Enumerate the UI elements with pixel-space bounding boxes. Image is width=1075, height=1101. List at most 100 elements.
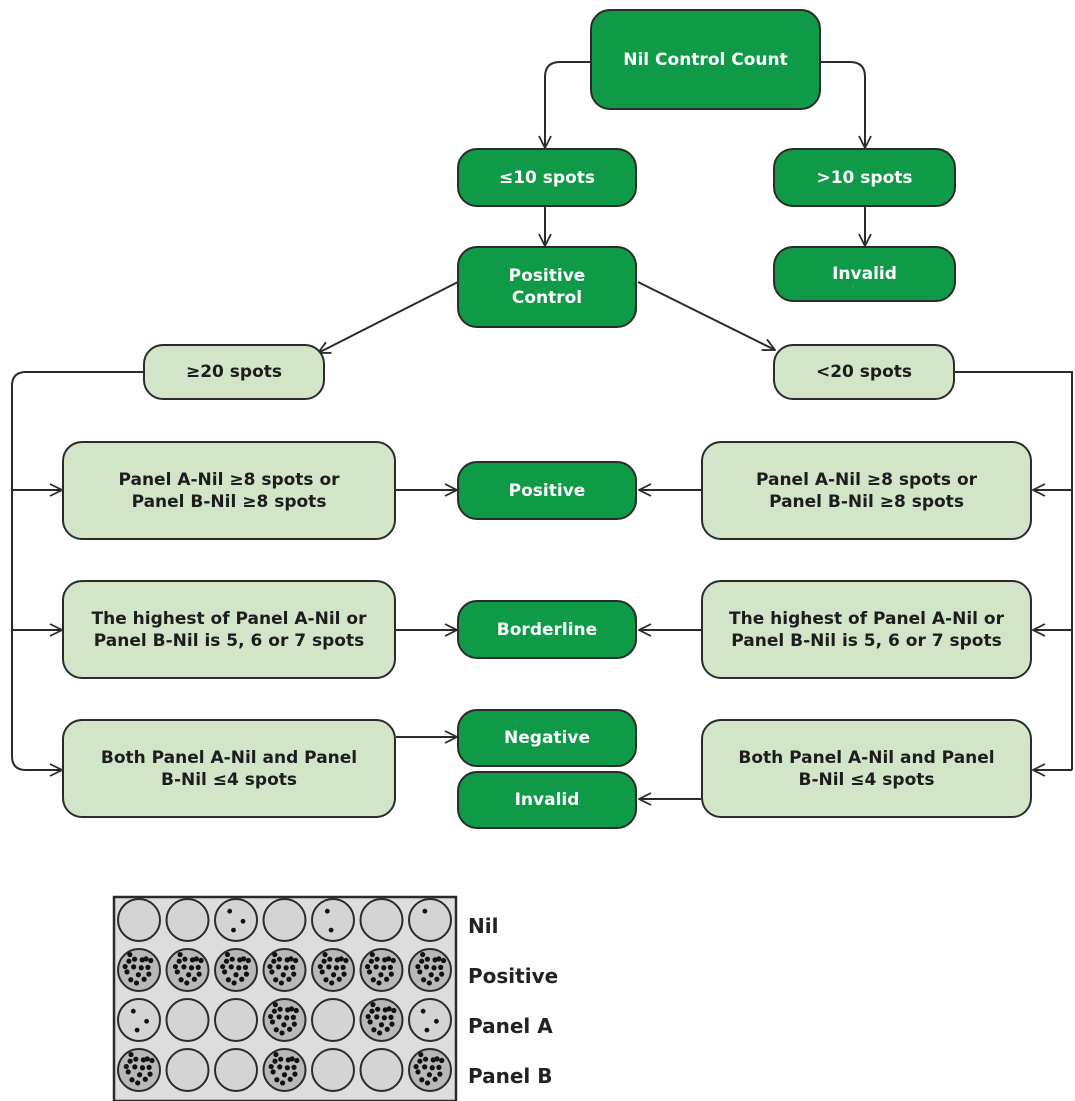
spot-dot: [132, 956, 138, 962]
spot-dot: [423, 1056, 429, 1062]
spot-dot: [241, 956, 247, 962]
spot-dot: [419, 1077, 425, 1083]
arrow-to-ge20: [318, 281, 459, 353]
spot-dot: [424, 956, 430, 962]
well: [262, 998, 307, 1042]
spot-dot: [369, 951, 375, 958]
spot-dot: [273, 977, 279, 983]
spot-dot: [231, 980, 237, 986]
spot-dot: [327, 956, 333, 962]
spot-dot: [228, 964, 234, 970]
spot-dot: [436, 956, 442, 962]
spot-dot: [384, 976, 390, 982]
spot-dot: [188, 965, 195, 971]
well: [165, 998, 210, 1042]
spot-dot: [147, 1071, 153, 1077]
spot-dot: [242, 964, 249, 970]
node-left-panel-borderline: The highest of Panel A-Nil or Panel B-Ni…: [62, 580, 396, 679]
spot-dot: [381, 965, 387, 971]
spot-dot: [127, 951, 133, 958]
spot-dot: [135, 972, 141, 978]
spot-dot: [142, 1076, 148, 1082]
spot-dot: [439, 971, 445, 977]
spot-dot: [198, 957, 204, 964]
spot-dot: [385, 956, 392, 962]
spot-dot: [177, 951, 183, 958]
spot-dot: [286, 976, 292, 982]
spot-dot: [182, 956, 188, 962]
legend-label-panel-a: Panel A: [468, 1014, 553, 1038]
spot-dot: [269, 1019, 276, 1025]
spot-dot: [391, 1007, 397, 1014]
spot-dot: [413, 1063, 419, 1070]
spot-dot: [143, 956, 149, 962]
spot-dot: [280, 972, 286, 978]
spot-dot: [418, 1051, 424, 1058]
spot-dot: [131, 964, 137, 970]
spot-dot: [440, 957, 447, 964]
spot-dot: [123, 1063, 129, 1070]
spot-dot: [431, 965, 437, 971]
spot-dot: [146, 1064, 152, 1070]
spot-dot: [288, 1006, 295, 1012]
spot-dot: [128, 977, 134, 983]
well: [165, 898, 210, 942]
spot-dot: [227, 908, 233, 914]
spot-dot: [129, 1077, 135, 1083]
spot-dot: [434, 976, 440, 982]
well: [262, 948, 307, 992]
spot-dot: [134, 1027, 140, 1033]
spot-dot: [340, 964, 346, 970]
spot-dot: [184, 980, 190, 986]
well: [408, 998, 452, 1042]
spot-dot: [432, 1076, 438, 1082]
spot-dot: [172, 963, 178, 970]
spot-dot: [341, 971, 347, 977]
spot-dot: [428, 972, 434, 978]
spot-dot: [273, 1051, 279, 1058]
spot-dot: [243, 971, 250, 977]
spot-dot: [240, 918, 246, 924]
spot-dot: [426, 980, 432, 986]
node-result-negative: Negative: [457, 709, 637, 767]
node-nil-control-count: Nil Control Count: [590, 9, 821, 110]
spot-dot: [415, 1069, 421, 1075]
spot-dot: [275, 964, 282, 970]
well-plate-illustration: [112, 895, 458, 1101]
node-gt10-spots: >10 spots: [773, 148, 956, 207]
spot-dot: [290, 964, 296, 970]
spot-dot: [144, 1018, 149, 1024]
spot-dot: [138, 965, 144, 971]
spot-dot: [369, 1008, 375, 1014]
spot-dot: [272, 1058, 278, 1064]
well: [359, 948, 404, 992]
arrow-to-le10: [545, 61, 590, 148]
spot-dot: [144, 1056, 150, 1062]
spot-dot: [291, 1064, 297, 1070]
spot-dot: [324, 908, 330, 914]
spot-dot: [290, 1014, 296, 1020]
spot-dot: [388, 971, 394, 977]
spot-dot: [229, 956, 235, 962]
spot-dot: [268, 1063, 274, 1070]
spot-dot: [424, 1080, 431, 1086]
well: [214, 1048, 258, 1092]
spot-dot: [378, 972, 384, 978]
well: [214, 998, 258, 1042]
well: [311, 998, 355, 1042]
well: [262, 898, 307, 942]
spot-dot: [292, 1071, 298, 1077]
spot-dot: [367, 1019, 373, 1025]
spot-dot: [122, 963, 128, 970]
well: [214, 898, 258, 942]
spot-dot: [423, 964, 430, 970]
spot-dot: [338, 956, 344, 962]
spot-dot: [277, 1006, 283, 1012]
node-left-panel-positive: Panel A-Nil ≥8 spots or Panel B-Nil ≥8 s…: [62, 441, 396, 540]
spot-dot: [137, 1072, 143, 1078]
node-lt20-spots: <20 spots: [773, 344, 955, 400]
spot-dot: [124, 969, 130, 975]
spot-dot: [141, 976, 147, 982]
spot-dot: [370, 977, 376, 983]
node-positive-control: Positive Control: [457, 246, 637, 328]
